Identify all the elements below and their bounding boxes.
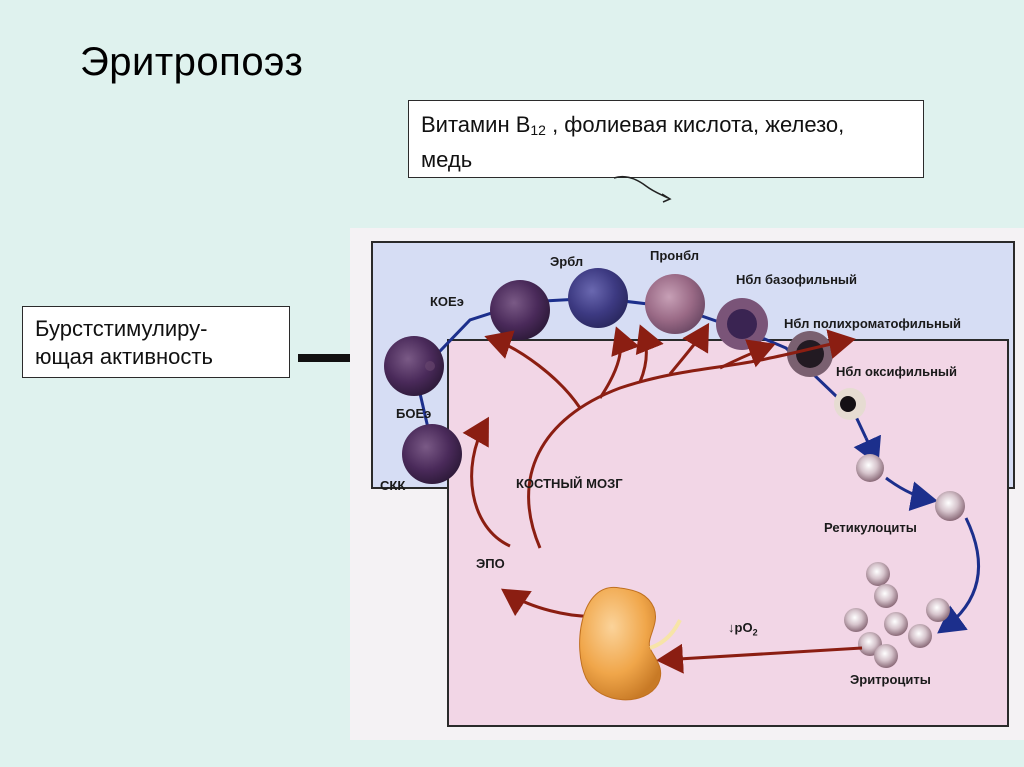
erythropoiesis-figure: СКК БОЕэ КОЕэ Эрбл Пронбл Нбл базофильны… (350, 228, 1024, 740)
blood-panel (447, 339, 1009, 727)
reticulocyte-2 (935, 491, 965, 521)
po2-to-kidney-arrow (656, 643, 863, 674)
vitamin-prefix: Витамин B (421, 112, 531, 137)
label-pronbl: Пронбл (650, 248, 700, 263)
erythrocyte (926, 598, 950, 622)
label-bone-marrow: КОСТНЫЙ МОЗГ (516, 476, 623, 491)
label-epo: ЭПО (476, 556, 505, 571)
nbl-baso-nucleus (727, 309, 757, 339)
boe-cell (384, 336, 444, 396)
maturation-arrow-to-erythrocytes (937, 517, 980, 634)
erythrocyte (874, 584, 898, 608)
label-erbl: Эрбл (550, 254, 584, 269)
nbl-poly-nucleus (796, 340, 824, 368)
label-nbl-oxy: Нбл оксифильный (836, 364, 958, 379)
label-nbl-baso: Нбл базофильный (736, 272, 858, 287)
vitamin-line2: медь (421, 147, 473, 172)
label-skk: СКК (380, 478, 406, 493)
slide-title: Эритропоэз (80, 40, 304, 84)
vitamin-subscript: 12 (530, 122, 546, 138)
label-po2: ↓pO2 (728, 620, 758, 638)
erbl-cell (568, 268, 628, 328)
kidney-icon (579, 587, 662, 701)
burst-line1: Бурстстимулиру- (35, 316, 208, 341)
reticulocyte-1 (856, 454, 884, 482)
erythrocyte (844, 608, 868, 632)
vitamin-box: Витамин B12 , фолиевая кислота, железо, … (408, 100, 924, 178)
epo-branch-nbl-baso (719, 339, 776, 370)
label-koe: КОЕэ (430, 294, 464, 309)
figure-graphics (350, 228, 1024, 740)
maturation-arrow-reticulocyte-out (885, 476, 938, 511)
burst-activity-box: Бурстстимулиру- ющая активность (22, 306, 290, 378)
po2-main: pO (734, 620, 753, 635)
label-nbl-poly: Нбл полихроматофильный (784, 316, 961, 331)
epo-branch-koe (635, 324, 664, 383)
erythrocyte (874, 644, 898, 668)
erythrocyte (866, 562, 890, 586)
epo-main-branch (527, 329, 856, 549)
koe-cell (490, 280, 550, 340)
label-reticulocytes: Ретикулоциты (824, 520, 917, 535)
erythrocyte (908, 624, 932, 648)
epo-branch-boe (484, 330, 582, 409)
burst-line2: ющая активность (35, 344, 213, 369)
label-erythrocytes: Эритроциты (850, 672, 931, 687)
epo-branch-to-marrow (462, 416, 511, 548)
ureter-icon (649, 619, 682, 650)
epo-branch-pronbl (668, 322, 710, 375)
epo-branch-erbl (598, 326, 640, 399)
boe-cell-spot (425, 361, 435, 371)
nbl-oxy-nucleus (840, 396, 856, 412)
pronbl-cell (645, 274, 705, 334)
po2-sub: 2 (752, 627, 758, 638)
skk-cell (402, 424, 462, 484)
po2-arrow: ↓ (728, 620, 735, 635)
label-boe: БОЕэ (396, 406, 432, 421)
erythrocyte (884, 612, 908, 636)
vitamin-pointer-arrow-icon (613, 175, 672, 203)
vitamin-rest: , фолиевая кислота, железо, (545, 112, 845, 137)
